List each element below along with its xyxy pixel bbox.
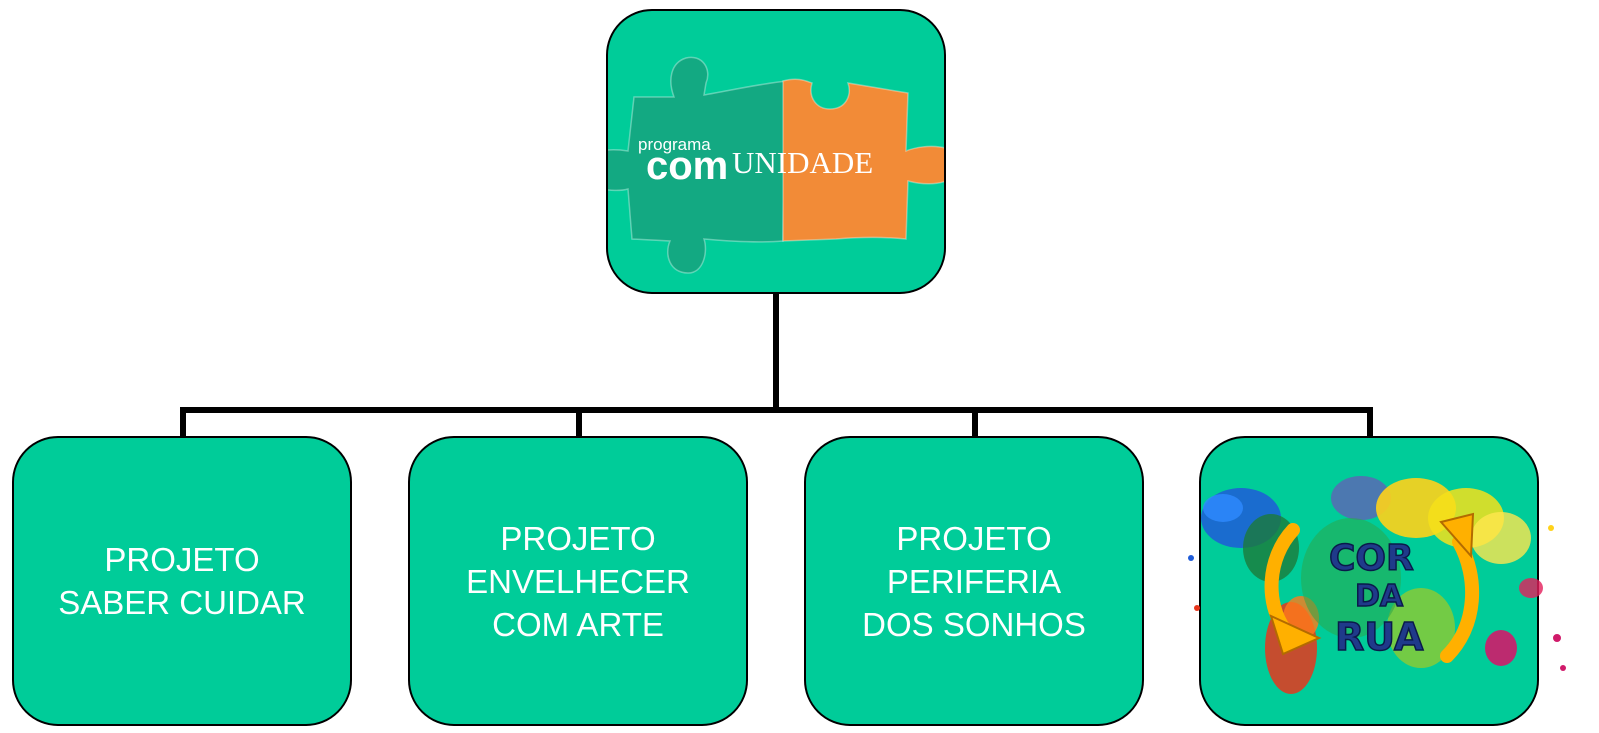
root-node: programa com UNIDADE <box>606 9 946 294</box>
logo-word-small: programa <box>638 135 711 154</box>
node-saber-cuidar: PROJETO SABER CUIDAR <box>12 436 352 726</box>
connector-drop-2 <box>576 407 582 438</box>
logo-line-3: RUA <box>1335 615 1424 659</box>
logo-word-com: com <box>646 144 728 188</box>
node-periferia-dos-sonhos: PROJETO PERIFERIA DOS SONHOS <box>804 436 1144 726</box>
node-label: PROJETO SABER CUIDAR <box>58 541 306 621</box>
connector-drop-4 <box>1367 407 1373 438</box>
logo-line-2: DA <box>1355 579 1404 614</box>
connector-root-stem <box>773 294 779 412</box>
connector-horizontal-bus <box>180 407 1373 413</box>
connector-drop-1 <box>180 407 186 438</box>
node-cor-da-rua: COR DA RUA <box>1188 436 1566 726</box>
logo-line-1: COR <box>1329 538 1414 579</box>
node-label: PROJETO PERIFERIA DOS SONHOS <box>862 519 1086 643</box>
puzzle-logo-icon: programa com UNIDADE <box>608 56 944 274</box>
recycle-arrows-icon <box>1264 512 1480 663</box>
cor-da-rua-logo: COR DA RUA <box>1328 537 1424 660</box>
connector-drop-3 <box>972 407 978 438</box>
node-envelhecer-com-arte: PROJETO ENVELHECER COM ARTE <box>408 436 748 726</box>
logo-word-unidade: UNIDADE <box>732 145 873 180</box>
node-label: PROJETO ENVELHECER COM ARTE <box>466 519 690 643</box>
